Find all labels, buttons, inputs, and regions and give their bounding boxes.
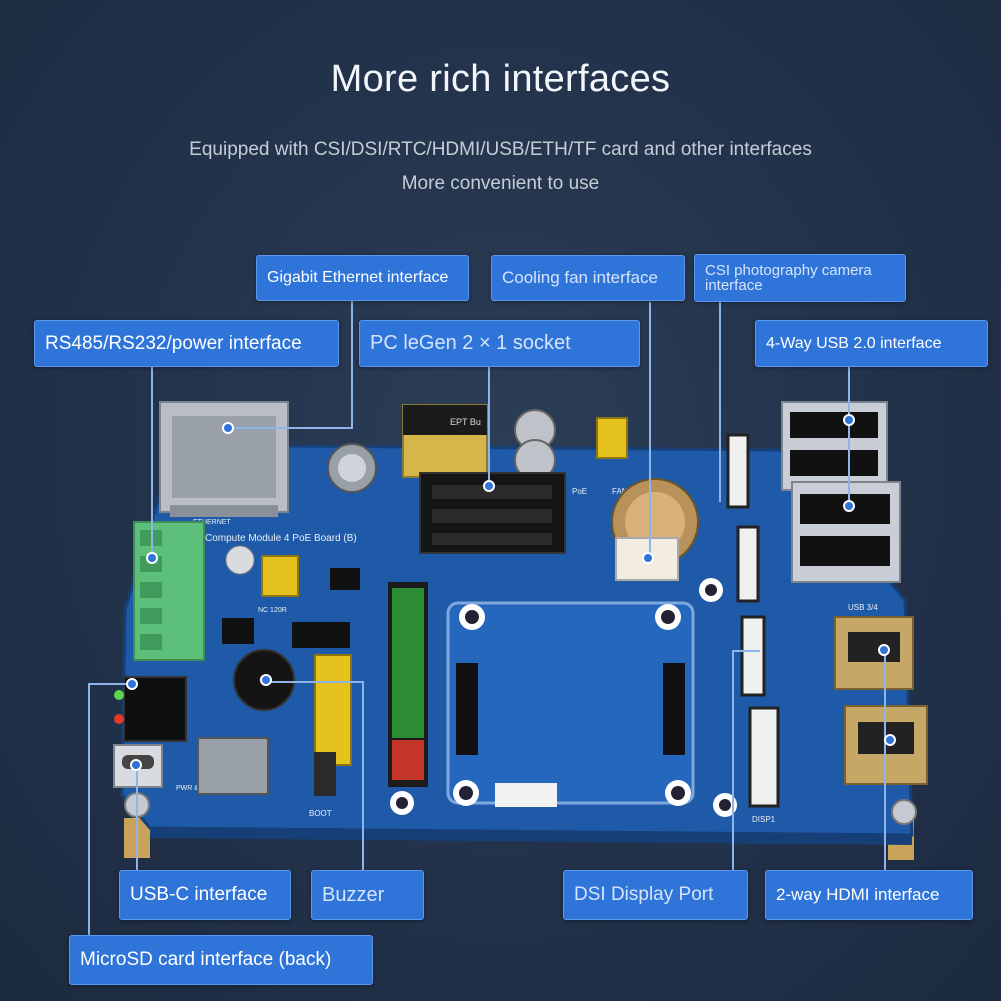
yellow-pin-header — [314, 654, 352, 766]
disp-silk: DISP1 — [752, 815, 776, 824]
leader-pcie — [488, 367, 490, 485]
callout-usbc-label: USB-C interface — [130, 884, 268, 905]
dot-fan — [642, 552, 654, 564]
callout-buzzer: Buzzer — [311, 870, 424, 920]
cm4-socket-area — [446, 601, 695, 805]
callout-dsi: DSI Display Port — [563, 870, 748, 920]
leader-usbc — [136, 765, 138, 870]
callout-ethernet: Gigabit Ethernet interface — [256, 255, 469, 301]
callout-rs485-label: RS485/RS232/power interface — [45, 332, 302, 354]
callout-ethernet-label: Gigabit Ethernet interface — [267, 269, 449, 286]
dot-pcie — [483, 480, 495, 492]
leader-dsi — [732, 650, 734, 870]
callout-usb2: 4-Way USB 2.0 interface — [755, 320, 988, 367]
callout-hdmi-label: 2-way HDMI interface — [776, 885, 940, 904]
callout-microsd: MicroSD card interface (back) — [69, 935, 373, 985]
dot-hdmi-1 — [878, 644, 890, 656]
fan-header — [596, 417, 628, 459]
usb-stack-1 — [781, 401, 888, 491]
leader-microsd-h — [88, 683, 132, 685]
termination-jumper — [261, 555, 299, 597]
leader-ethernet — [351, 300, 353, 428]
leader-csi — [719, 302, 721, 502]
inductor — [197, 737, 269, 795]
leader-dsi-h — [732, 650, 760, 652]
termination-silk: NC 120R — [258, 607, 287, 614]
dot-buzzer — [260, 674, 272, 686]
callout-dsi-label: DSI Display Port — [574, 884, 714, 905]
callout-fan-label: Cooling fan interface — [502, 268, 658, 287]
dot-rs485 — [146, 552, 158, 564]
callout-pcie: PC leGen 2 × 1 socket — [359, 320, 640, 367]
poe-silk: PoE — [572, 487, 587, 496]
callout-hdmi: 2-way HDMI interface — [765, 870, 973, 920]
callout-fan: Cooling fan interface — [491, 255, 685, 301]
callout-usbc: USB-C interface — [119, 870, 291, 920]
pcie-marking-silk: EPT Bu — [450, 417, 481, 427]
subtitle-line-1: Equipped with CSI/DSI/RTC/HDMI/USB/ETH/T… — [189, 139, 812, 160]
page-title: More rich interfaces — [330, 58, 671, 100]
callout-usb2-label: 4-Way USB 2.0 interface — [766, 334, 942, 352]
pwr-silk: PWR & USB — [176, 785, 216, 792]
leader-fan — [649, 302, 651, 558]
usb-stack-2 — [791, 481, 901, 583]
terminal-block — [133, 521, 205, 661]
hdmi-port-2 — [844, 705, 928, 785]
leader-buzzer — [362, 682, 364, 870]
leader-ethernet-h — [228, 427, 353, 429]
board-name-silk: Compute Module 4 PoE Board (B) — [205, 533, 357, 544]
dot-ethernet — [222, 422, 234, 434]
dot-usb2-2 — [843, 500, 855, 512]
callout-microsd-label: MicroSD card interface (back) — [80, 949, 332, 970]
callout-buzzer-label: Buzzer — [322, 883, 385, 906]
usb-silk: USB 3/4 — [848, 603, 878, 612]
callout-csi: CSI photography camera interface — [694, 254, 906, 302]
dot-microsd — [126, 678, 138, 690]
leader-usb2 — [848, 366, 850, 506]
leader-rs485 — [151, 366, 153, 558]
callout-pcie-label: PC leGen 2 × 1 socket — [370, 332, 571, 354]
callout-csi-label: CSI photography camera interface — [705, 262, 872, 294]
boot-switch — [314, 752, 336, 796]
leader-hdmi — [884, 650, 886, 870]
gpio-header — [388, 582, 428, 787]
subtitle-line-2: More convenient to use — [401, 173, 600, 194]
dot-hdmi-2 — [884, 734, 896, 746]
dot-usbc — [130, 759, 142, 771]
callout-rs485: RS485/RS232/power interface — [34, 320, 339, 367]
dot-usb2-1 — [843, 414, 855, 426]
fpc-connectors — [726, 433, 780, 808]
leader-buzzer-h — [266, 681, 364, 683]
hdmi-port-1 — [834, 616, 914, 690]
boot-silk: BOOT — [309, 809, 332, 818]
ethernet-silk: ETHERNET — [193, 519, 231, 526]
leader-microsd — [88, 684, 90, 936]
ethernet-jack — [159, 401, 289, 517]
